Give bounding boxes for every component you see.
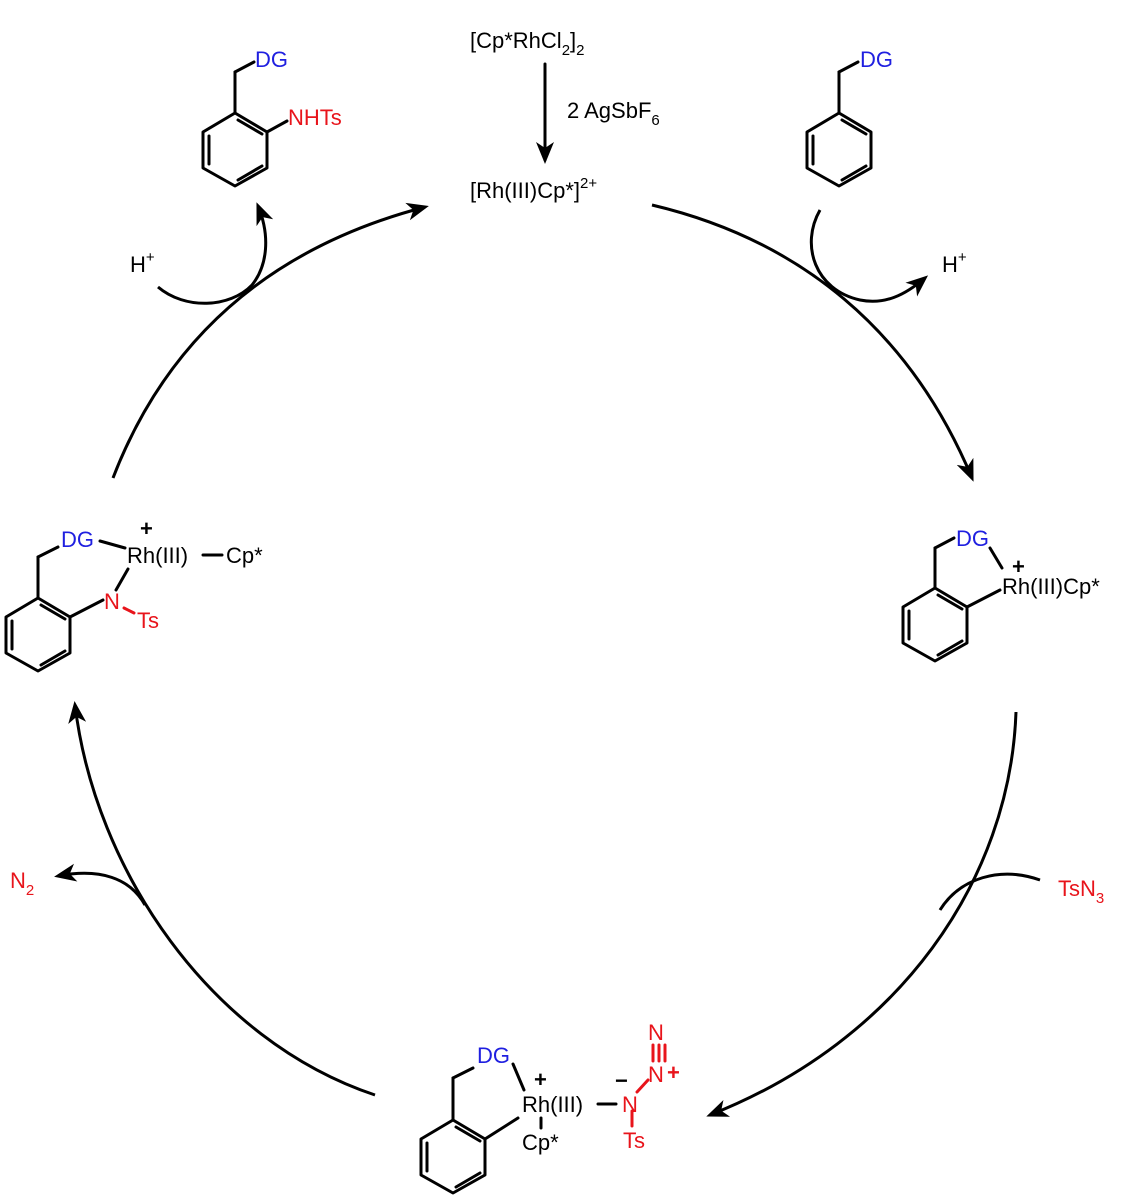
- svg-text:TsN3: TsN3: [1058, 876, 1104, 907]
- svg-text:H+: H+: [942, 249, 967, 277]
- substrate-benzene-ring: [805, 111, 873, 188]
- rhodacycle-metal-label: Rh(III)Cp*: [1002, 574, 1100, 599]
- product-structure: DG NHTs: [201, 47, 342, 188]
- cycle-arrow-nitrene-insertion: [68, 701, 376, 1097]
- azide-n3: N: [648, 1020, 664, 1045]
- cycle-arrow-cmh-activation: [651, 203, 974, 482]
- dinitrogen-release-arrow: [54, 863, 147, 906]
- azide-complex-intermediate: DG + Rh(III) Cp* − N N + N Ts: [419, 1020, 680, 1195]
- cycle-arrow-azide-coordination: [706, 711, 1018, 1117]
- precatalyst-dimer: [Cp*RhCl2]2: [470, 28, 585, 59]
- amido-metal-label: Rh(III): [127, 543, 188, 568]
- amido-directing-group: DG: [61, 527, 94, 552]
- rhodacycle-directing-group: DG: [956, 526, 989, 551]
- amido-nitrogen: N: [104, 589, 120, 614]
- azide-metal-charge: +: [534, 1067, 547, 1092]
- azide-entry-arrow: [938, 872, 1041, 911]
- substrate-structure: DG: [805, 47, 893, 188]
- product-directing-group: DG: [255, 47, 288, 72]
- azide-n1: N: [622, 1092, 638, 1117]
- product-benzene-ring: [201, 111, 269, 188]
- amido-complex-intermediate: DG + Rh(III) Cp* N Ts: [4, 516, 263, 673]
- silver-additive: 2 AgSbF6: [567, 98, 660, 129]
- svg-text:N2: N2: [10, 868, 34, 899]
- azide-n1-charge: −: [615, 1068, 628, 1093]
- rhodacycle-charge: +: [1012, 554, 1025, 579]
- azide-tosyl: Ts: [623, 1128, 645, 1153]
- product-nhts-group: NHTs: [288, 105, 342, 130]
- cycle-arrow-protodemetalation: [111, 202, 429, 479]
- rhodacycle-benzene-ring: [901, 586, 969, 663]
- amido-charge: +: [140, 516, 153, 541]
- svg-text:[Cp*RhCl2]2: [Cp*RhCl2]2: [470, 28, 585, 59]
- azide-directing-group: DG: [477, 1043, 510, 1068]
- svg-text:2 AgSbF6: 2 AgSbF6: [567, 98, 660, 129]
- tosyl-azide-reagent: TsN3: [1058, 876, 1104, 907]
- protonation-arrow: [157, 202, 274, 305]
- proton-released: H+: [942, 249, 967, 277]
- amido-tosyl: Ts: [137, 608, 159, 633]
- azide-cp-ligand: Cp*: [522, 1130, 559, 1155]
- amido-cp-ligand: Cp*: [226, 543, 263, 568]
- amido-benzene-ring: [4, 596, 72, 673]
- azide-metal-label: Rh(III): [522, 1092, 583, 1117]
- svg-text:[Rh(III)Cp*]2+: [Rh(III)Cp*]2+: [470, 175, 597, 203]
- dinitrogen-byproduct: N2: [10, 868, 34, 899]
- active-catalyst: [Rh(III)Cp*]2+: [470, 175, 597, 203]
- svg-text:H+: H+: [130, 249, 155, 277]
- proton-consumed: H+: [130, 249, 155, 277]
- rhodacycle-intermediate: DG + Rh(III)Cp*: [901, 526, 1100, 663]
- azide-n2: N: [648, 1062, 664, 1087]
- substrate-directing-group: DG: [860, 47, 893, 72]
- azide-benzene-ring: [419, 1118, 487, 1195]
- azide-n2-charge: +: [667, 1060, 680, 1085]
- proton-release-arrow: [809, 209, 929, 303]
